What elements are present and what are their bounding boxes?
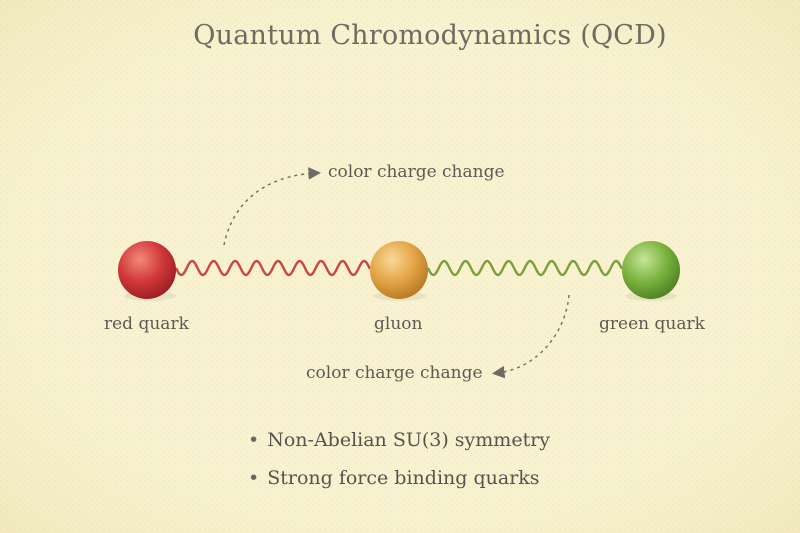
color-change-arrow-bottom bbox=[491, 294, 570, 379]
annotation-bottom: color charge change bbox=[306, 363, 483, 383]
list-item: Non-Abelian SU(3) symmetry bbox=[248, 425, 550, 463]
red-quark-sphere bbox=[118, 241, 176, 299]
gluon-label: gluon bbox=[374, 314, 423, 334]
gluon-wave-green bbox=[426, 259, 624, 277]
list-item: Strong force binding quarks bbox=[248, 463, 550, 501]
annotation-top: color charge change bbox=[328, 162, 505, 182]
page-title: Quantum Chromodynamics (QCD) bbox=[193, 20, 667, 51]
color-change-arrow-top bbox=[223, 167, 322, 246]
green-quark-sphere bbox=[622, 241, 680, 299]
green-quark-label: green quark bbox=[599, 314, 705, 334]
gluon-sphere bbox=[370, 241, 428, 299]
feature-list: Non-Abelian SU(3) symmetry Strong force … bbox=[248, 425, 550, 501]
red-quark-label: red quark bbox=[104, 314, 189, 334]
gluon-wave-red bbox=[174, 259, 372, 277]
